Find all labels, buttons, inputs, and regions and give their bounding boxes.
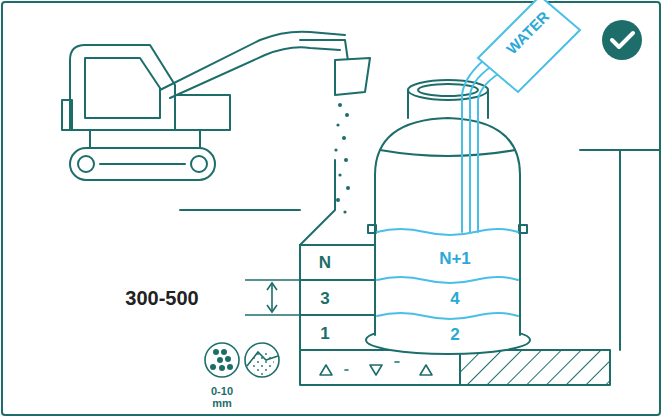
grain-size: 0-10 mm — [207, 386, 237, 409]
layer-number: 3 — [320, 290, 329, 307]
layer-number: 2 — [450, 326, 459, 343]
layer-number: N — [319, 254, 331, 271]
layer-number: N+1 — [439, 250, 471, 267]
layer-number: 1 — [320, 325, 329, 342]
layer-number: 4 — [450, 290, 459, 307]
dimension-label: 300-500 — [125, 288, 198, 308]
